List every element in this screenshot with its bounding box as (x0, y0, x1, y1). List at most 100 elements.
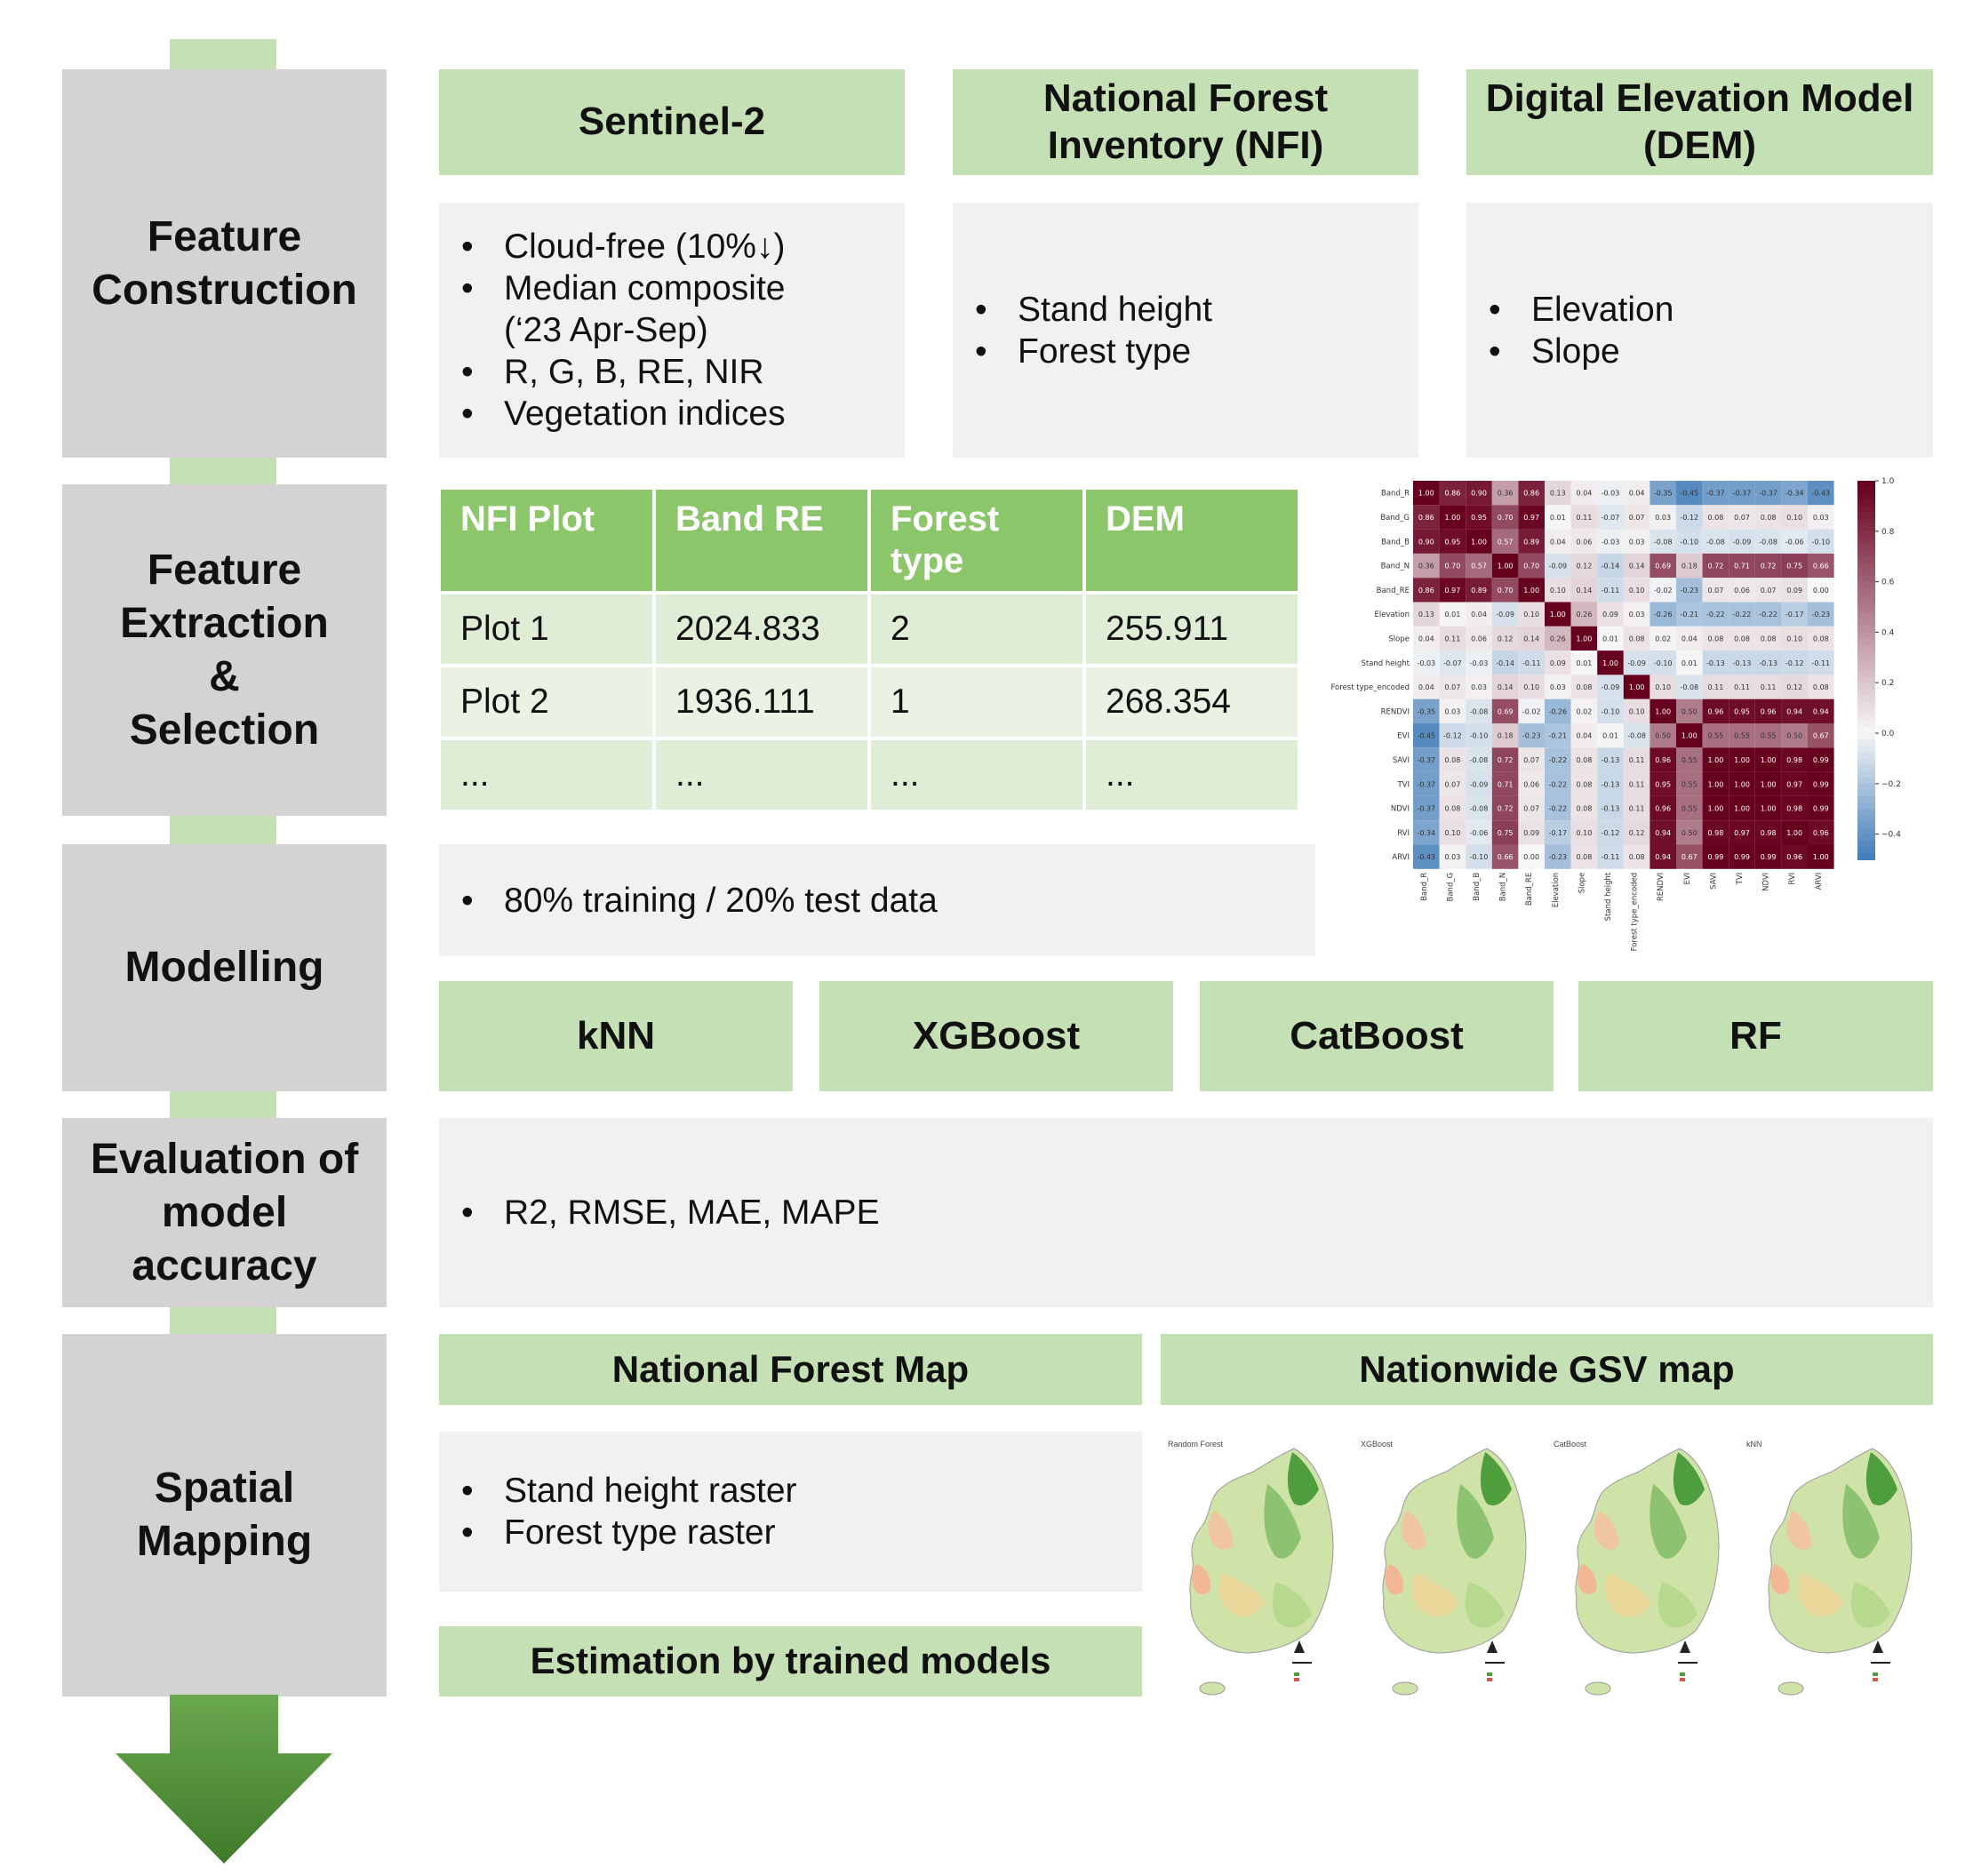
heatmap-cell (1413, 481, 1440, 506)
heatmap-value: -0.10 (1654, 659, 1673, 667)
heatmap-value: 0.07 (1444, 683, 1460, 691)
heatmap-cell (1491, 844, 1519, 869)
heatmap-value: -0.08 (1470, 707, 1489, 715)
heatmap-cell (1729, 651, 1755, 675)
heatmap-value: 1.00 (1813, 853, 1829, 861)
stage-feature-construction: Feature Construction (62, 69, 387, 458)
heatmap-value: -0.13 (1706, 659, 1725, 667)
heatmap-cell (1781, 505, 1808, 530)
heatmap-cell (1623, 481, 1650, 506)
heatmap-value: 0.09 (1550, 659, 1566, 667)
heatmap-value: 0.99 (1734, 853, 1750, 861)
heatmap-cell (1676, 820, 1703, 845)
heatmap-value: 0.01 (1576, 659, 1592, 667)
heatmap-value: 0.70 (1444, 563, 1460, 571)
heatmap-value: 0.90 (1418, 538, 1434, 546)
heatmap-cell (1808, 602, 1834, 627)
sentinel2-item: Median composite (‘23 Apr-Sep) (439, 267, 905, 351)
heatmap-cell (1439, 651, 1466, 675)
heatmap-cell (1570, 626, 1598, 651)
heatmap-cell (1702, 747, 1729, 772)
heatmap-value: -0.12 (1602, 829, 1620, 837)
heatmap-value: 0.75 (1786, 563, 1802, 571)
heatmap-value: 0.69 (1498, 707, 1514, 715)
heatmap-cell (1702, 602, 1729, 627)
heatmap-value: -0.43 (1811, 490, 1830, 498)
heatmap-value: 0.50 (1655, 732, 1671, 740)
heatmap-value: 0.94 (1655, 829, 1671, 837)
heatmap-value: 0.08 (1576, 683, 1592, 691)
heatmap-value: -0.10 (1470, 853, 1489, 861)
heatmap-cell (1623, 675, 1650, 699)
heatmap-cell (1570, 529, 1598, 554)
heatmap-cell (1754, 747, 1782, 772)
heatmap-value: 0.67 (1813, 732, 1829, 740)
heatmap-cell (1729, 553, 1755, 579)
heatmap-value: -0.23 (1811, 611, 1830, 619)
heatmap-value: 0.08 (1629, 635, 1645, 643)
heatmap-value: 0.01 (1681, 659, 1697, 667)
heatmap-cell (1413, 675, 1440, 699)
heatmap-cell (1491, 578, 1519, 603)
heatmap-value: -0.09 (1602, 683, 1620, 691)
heatmap-cell (1597, 505, 1624, 530)
colorbar-segment (1857, 840, 1875, 848)
heatmap-cell (1781, 651, 1808, 675)
heatmap-cell (1597, 747, 1624, 772)
heatmap-value: 0.00 (1813, 587, 1829, 595)
heatmap-cell (1754, 553, 1782, 579)
colorbar-segment (1857, 512, 1875, 520)
heatmap-value: -0.09 (1548, 563, 1567, 571)
flow-down-arrow (116, 1695, 332, 1864)
heatmap-value: 0.04 (1576, 732, 1592, 740)
heatmap-cell (1466, 651, 1492, 675)
heatmap-value: 0.09 (1786, 587, 1802, 595)
heatmap-value: -0.09 (1496, 611, 1514, 619)
heatmap-cell (1623, 651, 1650, 675)
heatmap-value: 0.08 (1444, 805, 1460, 813)
heatmap-cell (1597, 553, 1624, 579)
heatmap-value: -0.08 (1759, 538, 1777, 546)
heatmap-value: 0.95 (1444, 538, 1460, 546)
heatmap-cell (1781, 820, 1808, 845)
heatmap-cell (1623, 529, 1650, 554)
table-header: Forest type (871, 490, 1082, 591)
heatmap-cell (1570, 820, 1598, 845)
heatmap-value: 0.11 (1629, 780, 1645, 788)
stage-spatial-mapping: Spatial Mapping (62, 1334, 387, 1696)
heatmap-cell (1466, 529, 1492, 554)
heatmap-cell (1466, 771, 1492, 796)
heatmap-value: 0.14 (1629, 563, 1645, 571)
heatmap-value: -0.12 (1680, 514, 1698, 522)
heatmap-value: 0.00 (1523, 853, 1539, 861)
heatmap-cell (1597, 699, 1624, 723)
heatmap-row-label: Band_R (1381, 490, 1410, 499)
colorbar-segment (1857, 481, 1875, 489)
heatmap-value: -0.12 (1785, 659, 1804, 667)
heatmap-value: -0.11 (1602, 587, 1620, 595)
heatmap-value: 0.09 (1602, 611, 1618, 619)
heatmap-value: -0.10 (1602, 707, 1620, 715)
heatmap-cell (1781, 578, 1808, 603)
heatmap-value: 0.26 (1550, 635, 1566, 643)
heatmap-value: 1.00 (1761, 805, 1777, 813)
connector-4 (170, 1307, 276, 1334)
nfi-sample-table-wrap: NFI Plot Band RE Forest type DEM Plot 1 … (437, 486, 1301, 813)
heatmap-value: 0.14 (1498, 683, 1514, 691)
heatmap-value: 0.03 (1444, 707, 1460, 715)
heatmap-value: 0.08 (1761, 635, 1777, 643)
heatmap-value: 0.10 (1444, 829, 1460, 837)
heatmap-value: 1.00 (1602, 659, 1618, 667)
heatmap-cell (1518, 626, 1545, 651)
heatmap-value: 0.89 (1523, 538, 1539, 546)
heatmap-value: -0.11 (1602, 853, 1620, 861)
heatmap-value: 0.13 (1418, 611, 1434, 619)
heatmap-cell (1439, 529, 1466, 554)
stage-modelling: Modelling (62, 844, 387, 1091)
heatmap-cell (1781, 529, 1808, 554)
heatmap-value: 0.98 (1761, 829, 1777, 837)
heatmap-value: 0.14 (1576, 587, 1592, 595)
heatmap-cell (1466, 505, 1492, 530)
heatmap-value: -0.35 (1417, 707, 1435, 715)
